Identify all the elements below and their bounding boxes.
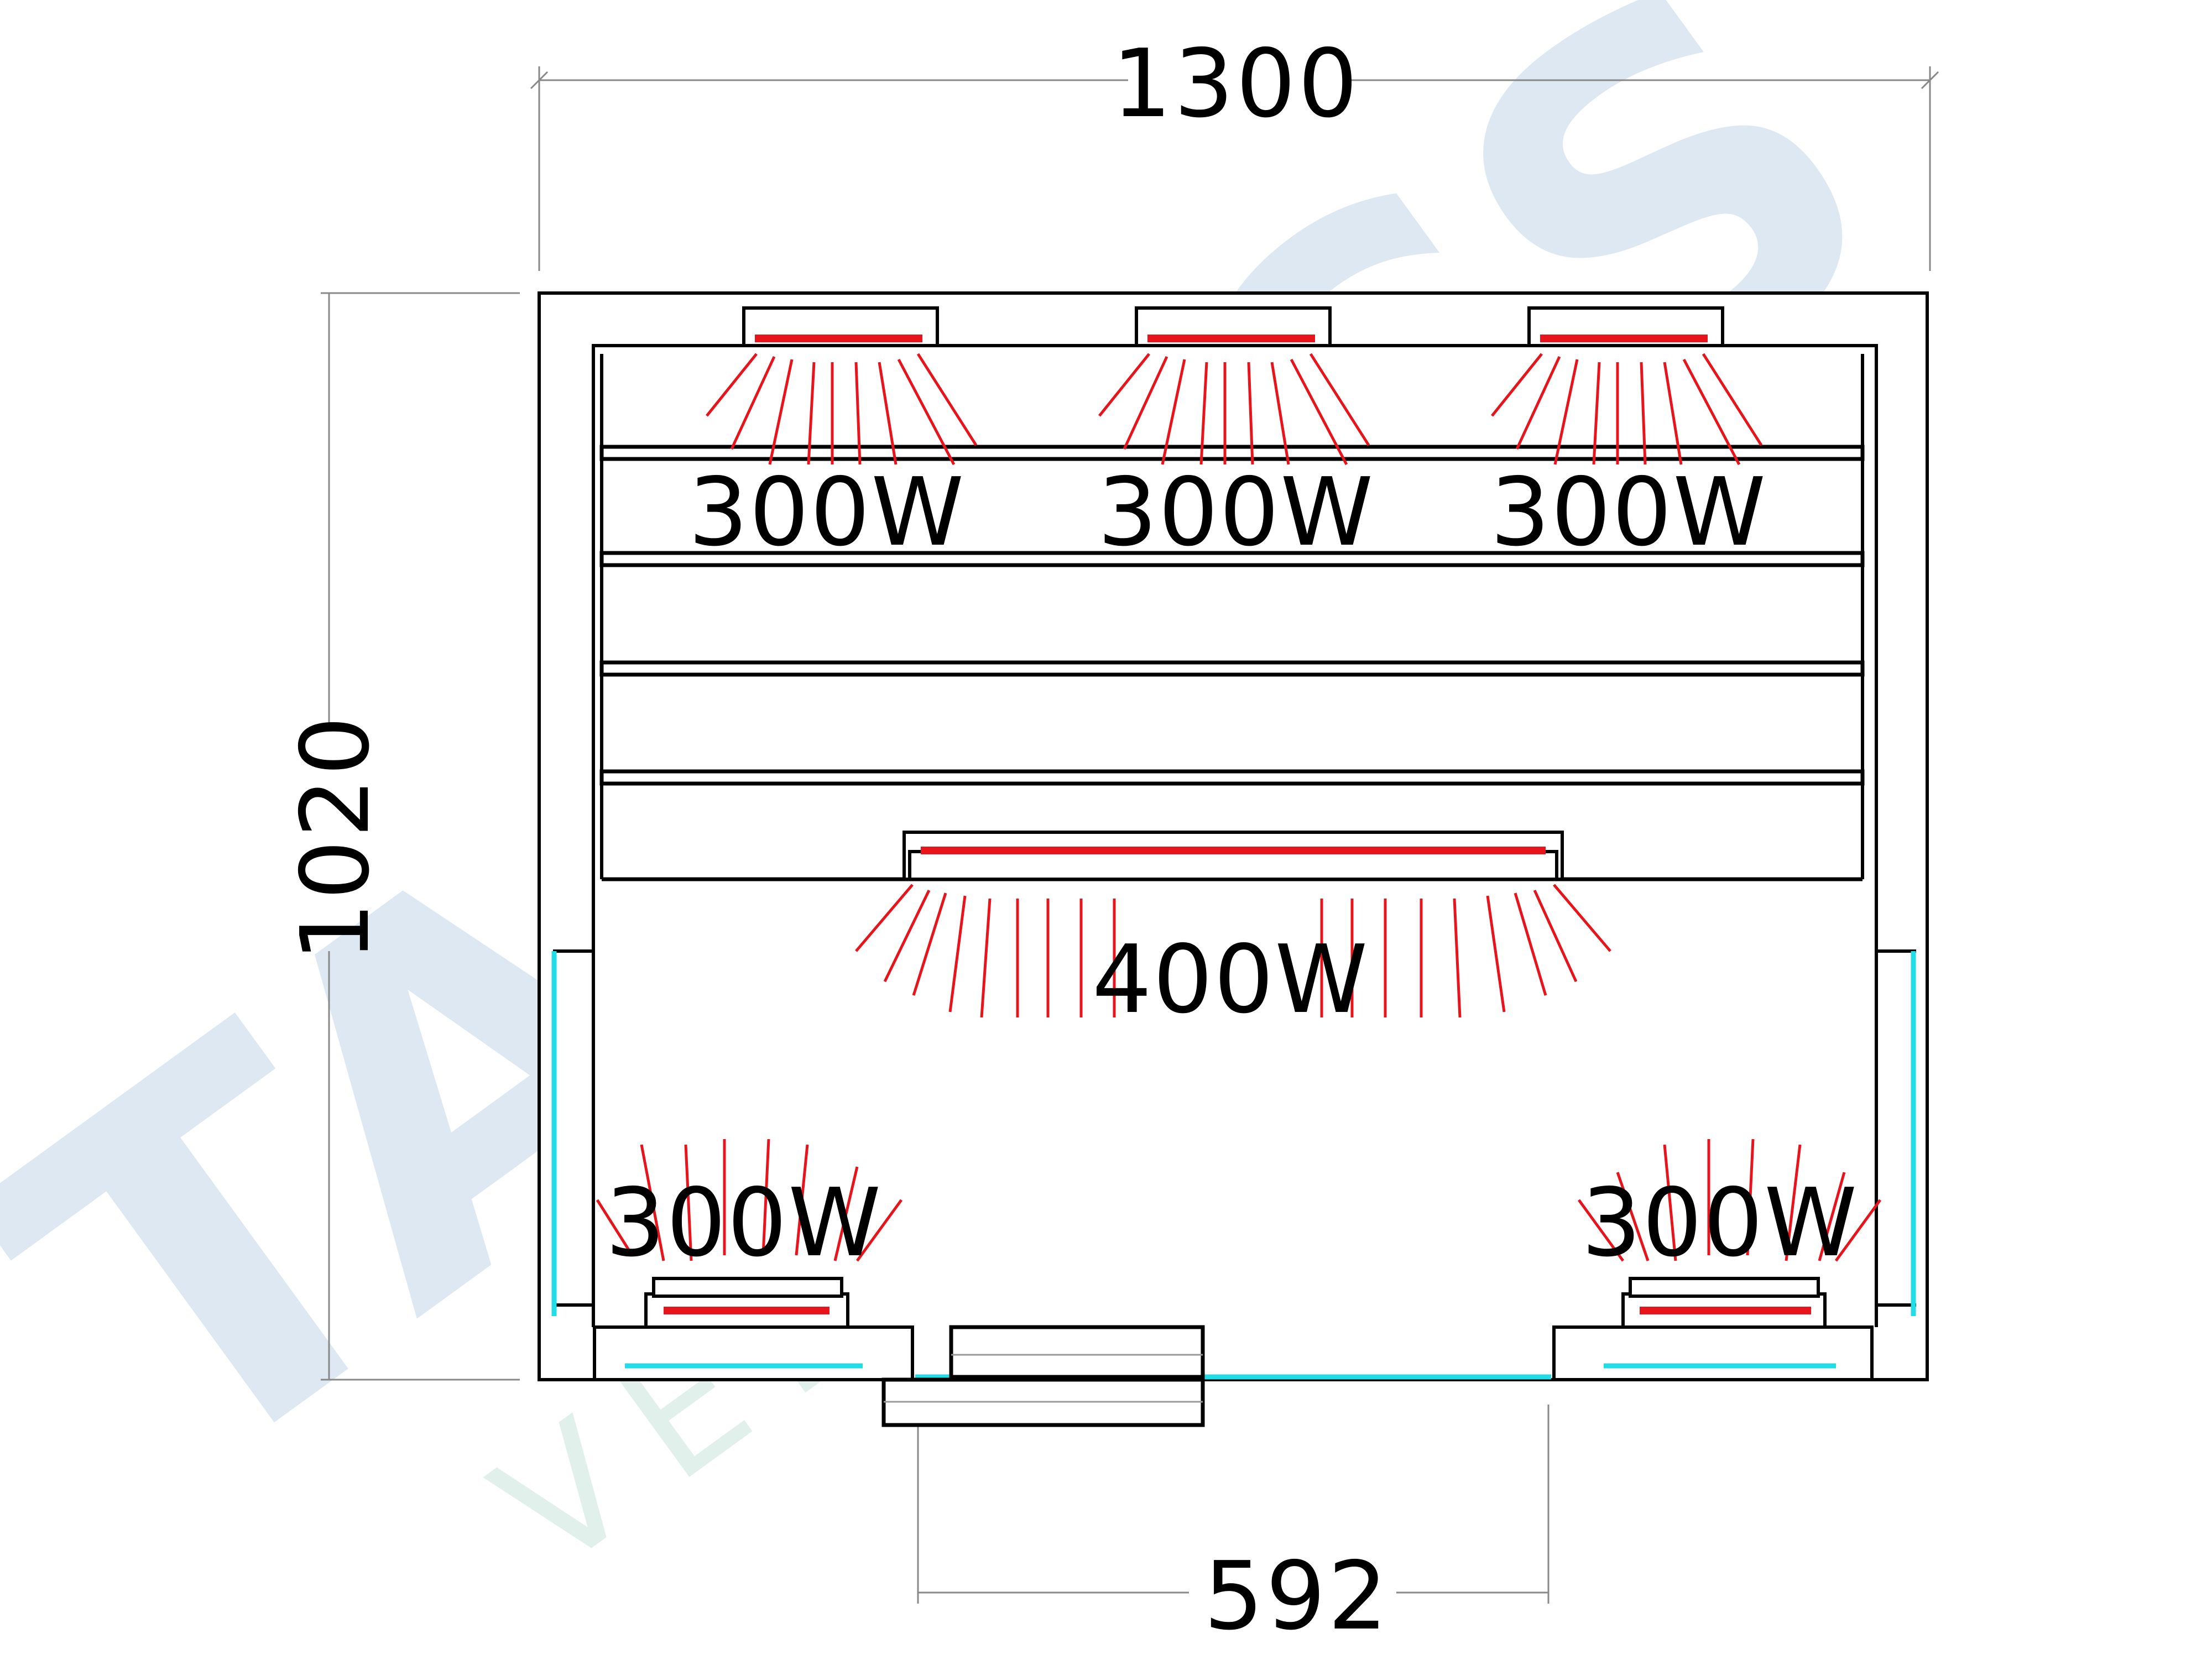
back-heater-right bbox=[1491, 306, 1763, 466]
heater-power-label: 300W bbox=[1582, 1168, 1859, 1278]
width-dimension-label: 1300 bbox=[1112, 29, 1360, 139]
door-handle bbox=[881, 1325, 1205, 1427]
heater-power-label: 300W bbox=[1098, 458, 1375, 567]
front-heater-right bbox=[1552, 1139, 1882, 1381]
back-heater-left bbox=[706, 306, 978, 466]
heater-power-label: 300W bbox=[1490, 458, 1767, 567]
depth-dimension-label: 1020 bbox=[281, 714, 390, 962]
door-dimension-label: 592 bbox=[1204, 1542, 1390, 1651]
bench-board bbox=[599, 445, 1865, 461]
front-heater-left bbox=[593, 1139, 914, 1381]
heater-power-label: 300W bbox=[606, 1168, 883, 1278]
floor-heater bbox=[855, 831, 1611, 1018]
heater-power-label: 400W bbox=[1092, 925, 1369, 1035]
bench-board bbox=[599, 660, 1865, 677]
dimension-lines bbox=[321, 66, 1939, 1604]
bench-board bbox=[599, 769, 1865, 786]
bench-boards bbox=[599, 354, 1865, 881]
heater-power-label: 300W bbox=[688, 458, 966, 567]
back-heater-center bbox=[1098, 306, 1370, 466]
